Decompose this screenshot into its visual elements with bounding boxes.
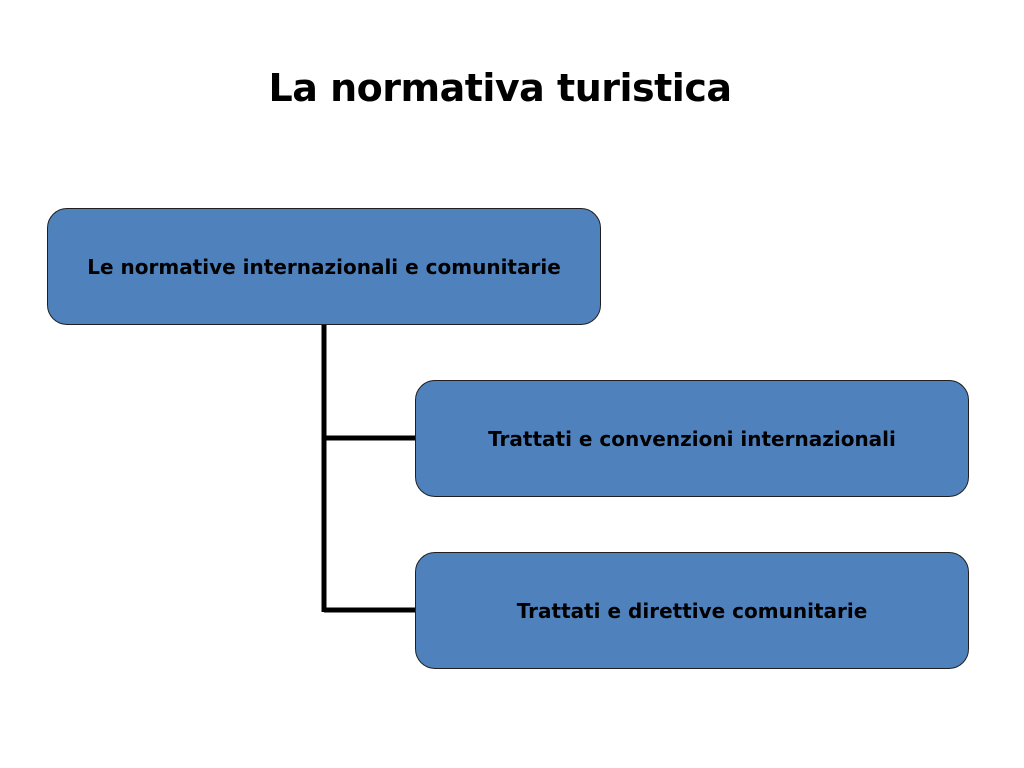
node-label: Trattati e convenzioni internazionali	[488, 426, 896, 451]
node-international-community-norms: Le normative internazionali e comunitari…	[47, 208, 601, 325]
node-label: Le normative internazionali e comunitari…	[87, 254, 561, 279]
node-international-treaties: Trattati e convenzioni internazionali	[415, 380, 969, 497]
node-label: Trattati e direttive comunitarie	[516, 598, 868, 623]
page-title: La normativa turistica	[268, 66, 732, 110]
node-community-directives: Trattati e direttive comunitarie	[415, 552, 969, 669]
